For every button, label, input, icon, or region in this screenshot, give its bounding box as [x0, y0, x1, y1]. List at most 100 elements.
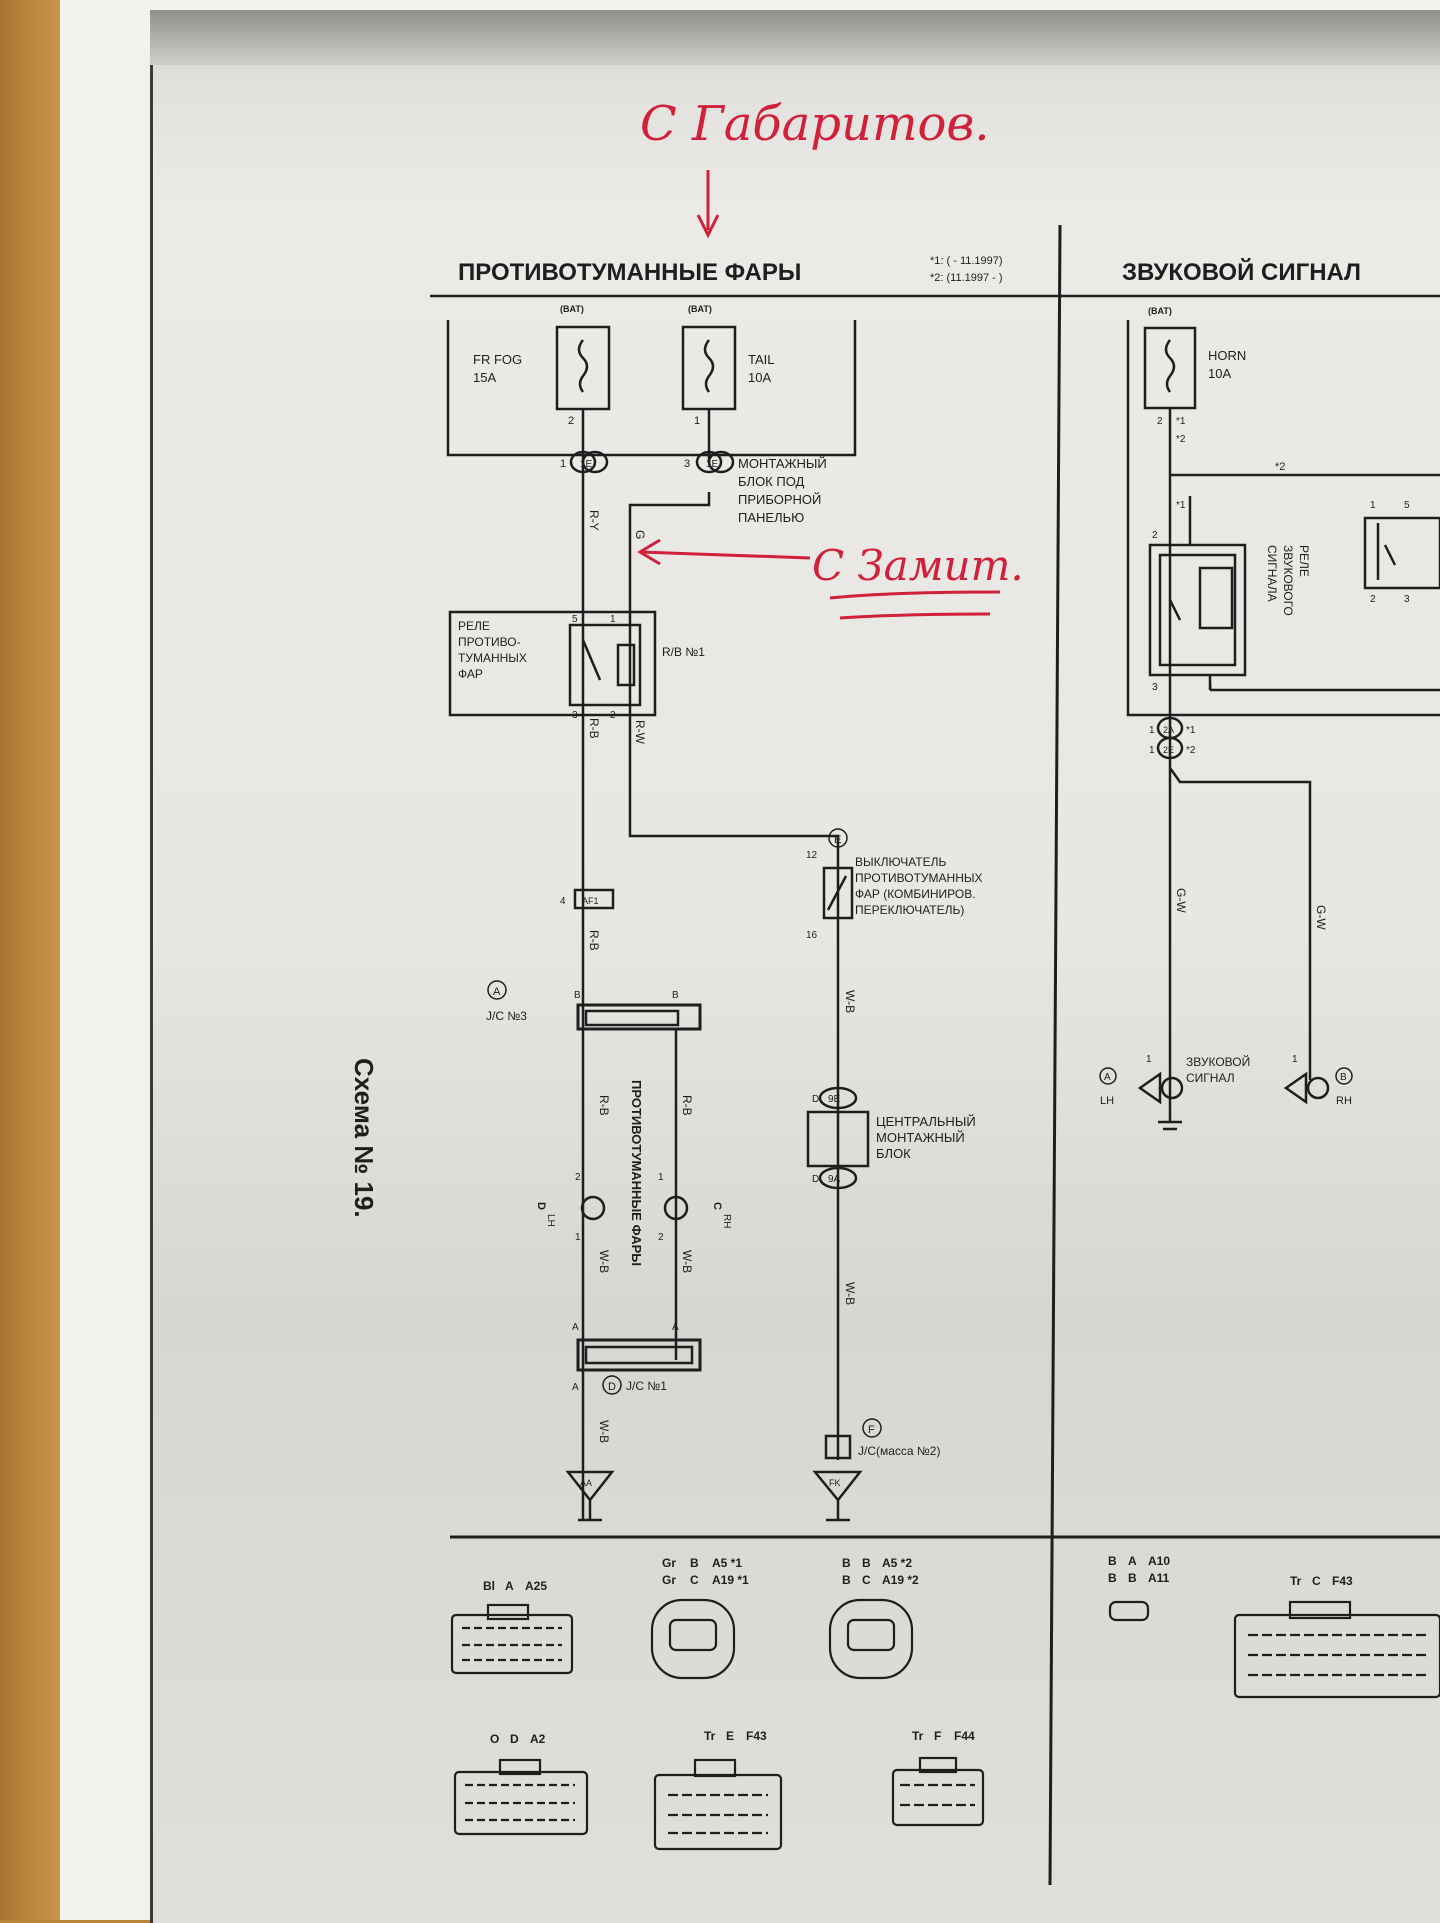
note-1: *1: ( - 11.1997) [930, 255, 1003, 267]
svg-text:F: F [934, 1729, 941, 1743]
svg-text:2: 2 [575, 1172, 581, 1183]
svg-text:A: A [1104, 1072, 1111, 1083]
svg-text:Bl: Bl [483, 1579, 495, 1593]
svg-text:3: 3 [1404, 594, 1410, 605]
switch-label-4: ПЕРЕКЛЮЧАТЕЛЬ) [855, 903, 964, 917]
svg-text:2: 2 [1152, 530, 1158, 541]
ground-aa [565, 1470, 615, 1503]
fuse-tail [681, 325, 737, 411]
junction-block-label-4: ПАНЕЛЬЮ [738, 510, 804, 525]
svg-text:A: A [572, 1382, 579, 1393]
svg-text:F43: F43 [1332, 1574, 1353, 1588]
svg-text:C: C [711, 1202, 723, 1210]
svg-text:C: C [690, 1573, 699, 1587]
lamp-rh-label: RH [721, 1214, 732, 1228]
svg-text:G-W: G-W [1314, 905, 1328, 930]
fog-switch-symbol [822, 866, 854, 920]
svg-text:3: 3 [1152, 682, 1158, 693]
svg-text:2: 2 [610, 710, 616, 721]
fuse-tail-name: TAIL [748, 352, 775, 367]
jc3-label: J/C №3 [486, 1009, 527, 1023]
fuse-fr-fog-name: FR FOG [473, 352, 522, 367]
svg-text:R-Y: R-Y [587, 510, 601, 531]
svg-text:*1: *1 [1176, 416, 1186, 427]
horn-relay-label-2: ЗВУКОВОГО [1281, 545, 1295, 616]
svg-text:*2: *2 [1275, 461, 1285, 473]
svg-text:Tr: Tr [1290, 1574, 1302, 1588]
switch-label-1: ВЫКЛЮЧАТЕЛЬ [855, 855, 946, 869]
fog-relay-box [448, 610, 657, 717]
svg-text:1E: 1E [580, 459, 593, 470]
svg-text:2E: 2E [1163, 745, 1174, 755]
relay-label-2: ПРОТИВО- [458, 635, 521, 649]
svg-text:B: B [862, 1556, 871, 1570]
svg-text:B: B [1108, 1571, 1117, 1585]
connector-labels: Bl A A25 Gr B A5 *1 Gr C A19 *1 B B A5 *… [483, 1554, 1353, 1746]
fog-lamps-label: ПРОТИВОТУМАННЫЕ ФАРЫ [629, 1080, 644, 1266]
svg-text:B: B [842, 1556, 851, 1570]
svg-text:A: A [672, 1322, 679, 1333]
svg-text:R-B: R-B [587, 930, 601, 951]
svg-text:*1: *1 [1176, 500, 1186, 511]
connector-af [573, 888, 615, 910]
svg-text:1: 1 [658, 1172, 664, 1183]
jc-mass-box [824, 1434, 852, 1460]
horn-label-2: СИГНАЛ [1186, 1071, 1235, 1085]
svg-text:R-B: R-B [680, 1095, 694, 1116]
svg-text:1: 1 [610, 614, 616, 625]
svg-text:1: 1 [1292, 1054, 1298, 1065]
note-2: *2: (11.1997 - ) [930, 272, 1003, 284]
svg-text:5: 5 [1404, 500, 1410, 511]
fuse-fr-fog-amp: 15A [473, 370, 496, 385]
central-block-label-3: БЛОК [876, 1146, 911, 1161]
fog-lamp-lh-symbol [580, 1195, 606, 1221]
svg-text:W-B: W-B [843, 990, 857, 1013]
svg-text:R-B: R-B [597, 1095, 611, 1116]
annotation-underline-2 [839, 612, 991, 620]
svg-text:(BAT): (BAT) [560, 304, 584, 314]
svg-text:A19 *2: A19 *2 [882, 1573, 919, 1587]
svg-text:*2: *2 [1186, 745, 1196, 756]
svg-text:B: B [690, 1556, 699, 1570]
svg-text:R-B: R-B [587, 718, 601, 739]
svg-text:E: E [726, 1729, 734, 1743]
svg-text:A: A [493, 986, 501, 998]
svg-text:A5 *2: A5 *2 [882, 1556, 912, 1570]
section-title-fog: ПРОТИВОТУМАННЫЕ ФАРЫ [458, 259, 801, 286]
svg-text:*2: *2 [1176, 434, 1186, 445]
svg-text:C: C [862, 1573, 871, 1587]
svg-text:1: 1 [575, 1232, 581, 1243]
svg-text:3: 3 [684, 458, 690, 470]
horn-relay-label-3: СИГНАЛА [1265, 545, 1279, 602]
svg-text:(BAT): (BAT) [688, 304, 712, 314]
svg-text:W-B: W-B [597, 1250, 611, 1273]
scheme-label: Схема № 19. [349, 1058, 379, 1218]
svg-text:2A: 2A [1163, 725, 1174, 735]
svg-text:F43: F43 [746, 1729, 767, 1743]
annotation-arrow-left [639, 550, 811, 560]
relay-label-1: РЕЛЕ [458, 619, 490, 633]
svg-text:D: D [812, 1174, 819, 1185]
jc-mass-label: J/C(масса №2) [858, 1444, 940, 1458]
svg-text:B: B [842, 1573, 851, 1587]
svg-text:R-W: R-W [633, 720, 647, 745]
svg-text:(BAT): (BAT) [1148, 306, 1172, 316]
section-title-horn: ЗВУКОВОЙ СИГНАЛ [1122, 258, 1361, 286]
fuse-fr-fog [555, 325, 611, 411]
svg-text:5: 5 [572, 614, 578, 625]
svg-text:9E: 9E [828, 1094, 841, 1105]
horn-rh-wire [1168, 767, 1312, 1080]
svg-text:A: A [572, 1322, 579, 1333]
section-divider [1048, 224, 1062, 1886]
svg-text:E: E [834, 834, 841, 846]
scanned-sheet [150, 10, 1440, 1923]
svg-text:1: 1 [1146, 1054, 1152, 1065]
horn-label-1: ЗВУКОВОЙ [1186, 1054, 1250, 1069]
svg-text:1: 1 [1149, 745, 1155, 756]
connector-drawings [450, 1598, 1440, 1851]
svg-text:1: 1 [1149, 725, 1155, 736]
svg-text:B: B [1340, 1072, 1347, 1083]
svg-text:B: B [1108, 1554, 1117, 1568]
sheet-top-shadow [150, 10, 1440, 65]
horn-lh-label: LH [1100, 1095, 1114, 1107]
